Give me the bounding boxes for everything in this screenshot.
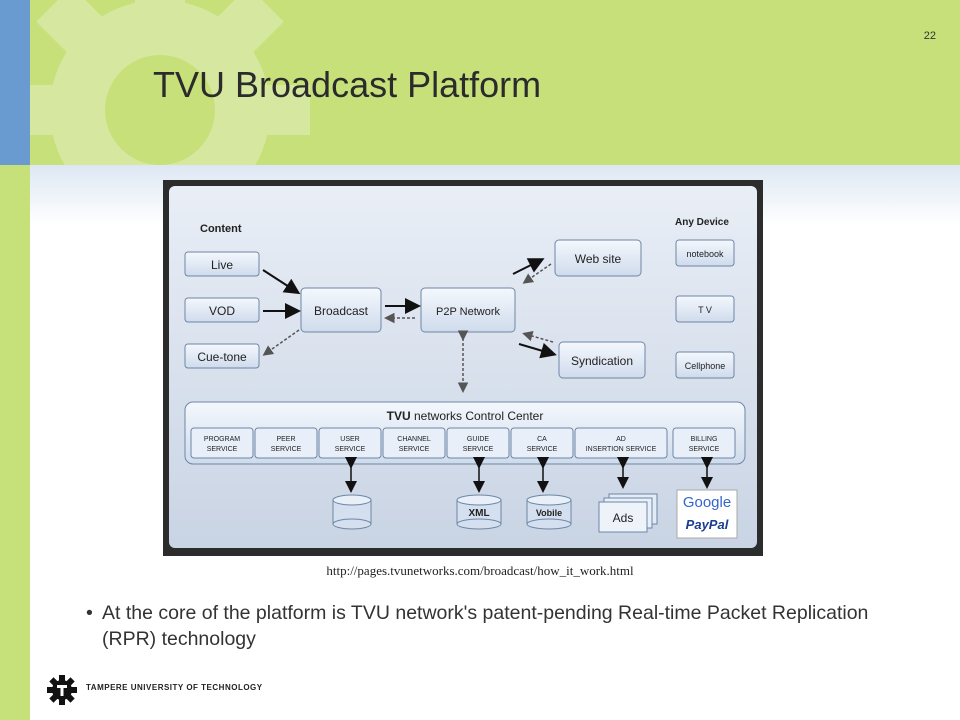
architecture-diagram: Content Any Device Live VOD Cue-tone Bro… [163, 180, 763, 556]
p2p-label: P2P Network [436, 306, 500, 318]
device-notebook: notebook [675, 239, 735, 267]
source-live: Live [184, 251, 260, 277]
ads-label: Ads [613, 511, 634, 525]
xml-label: XML [468, 508, 489, 519]
website-label: Web site [575, 252, 622, 266]
paypal-logo: PayPal [686, 517, 729, 532]
left-blue-band [0, 0, 30, 165]
arrow-p2p-website [512, 258, 545, 275]
service-label-line2: SERVICE [527, 446, 558, 453]
syndication-label: Syndication [571, 354, 633, 368]
source-label: Live [211, 258, 233, 272]
service-label-line2: INSERTION SERVICE [586, 446, 657, 453]
device-label: T V [698, 305, 712, 315]
device-label: Cellphone [685, 361, 726, 371]
service-label-line1: USER [340, 436, 359, 443]
p2p-box: P2P Network [420, 287, 516, 333]
header-band [30, 0, 960, 165]
broadcast-box: Broadcast [300, 287, 382, 333]
service-box: PROGRAM SERVICE [190, 427, 254, 459]
source-vod: VOD [184, 297, 260, 323]
gear-watermark-icon [30, 0, 310, 165]
service-box: AD INSERTION SERVICE [574, 427, 668, 459]
service-box: USER SERVICE [318, 427, 382, 459]
slide-number: 22 [923, 30, 936, 42]
service-label-line1: BILLING [691, 436, 718, 443]
service-label-line1: CA [537, 436, 547, 443]
device-cellphone: Cellphone [675, 351, 735, 379]
device-label: notebook [686, 249, 724, 259]
service-label-line2: SERVICE [463, 446, 494, 453]
source-url: http://pages.tvunetworks.com/broadcast/h… [326, 563, 634, 578]
service-box: GUIDE SERVICE [446, 427, 510, 459]
device-tv: T V [675, 295, 735, 323]
service-label-line2: SERVICE [335, 446, 366, 453]
xml-database-icon: XML [456, 494, 502, 530]
broadcast-label: Broadcast [314, 304, 369, 318]
google-logo: Google [683, 494, 731, 511]
service-label-line1: CHANNEL [397, 436, 431, 443]
service-label-line2: SERVICE [399, 446, 430, 453]
arrow-p2p-syndication [518, 342, 557, 359]
content-label: Content [200, 223, 242, 235]
arrow-live-broadcast [262, 269, 301, 295]
bullet-dot: • [86, 602, 93, 624]
bullet-text: At the core of the platform is TVU netwo… [102, 602, 869, 650]
any-device-label: Any Device [675, 217, 729, 228]
arrow-website-p2p [522, 263, 552, 284]
slide-title: TVU Broadcast Platform [153, 64, 542, 105]
service-row: PROGRAMSERVICEPEERSERVICEUSERSERVICECHAN… [190, 427, 736, 459]
footer-university-name: TAMPERE UNIVERSITY OF TECHNOLOGY [86, 683, 263, 692]
service-label-line1: PROGRAM [204, 436, 240, 443]
bullet-point: • At the core of the platform is TVU net… [86, 600, 906, 652]
syndication-box: Syndication [558, 341, 646, 379]
service-label-line1: GUIDE [467, 436, 490, 443]
website-box: Web site [554, 239, 642, 277]
service-label-line1: PEER [276, 436, 295, 443]
service-label-line1: AD [616, 436, 626, 443]
service-box: BILLING SERVICE [672, 427, 736, 459]
user-database-icon [332, 494, 372, 530]
service-box: PEER SERVICE [254, 427, 318, 459]
left-green-band [0, 165, 30, 720]
source-label: VOD [209, 304, 235, 318]
source-label: Cue-tone [197, 350, 247, 364]
source-cue-tone: Cue-tone [184, 343, 260, 369]
service-label-line2: SERVICE [271, 446, 302, 453]
university-gear-logo-icon [47, 675, 77, 705]
payment-logos: Google PayPal [676, 489, 738, 539]
ads-stack-icon: Ads [598, 493, 658, 533]
control-center-title: TVU networks Control Center [387, 409, 544, 423]
vobile-database-icon: Vobile [526, 494, 572, 530]
service-box: CHANNEL SERVICE [382, 427, 446, 459]
arrow-broadcast-cuetone [262, 329, 300, 356]
service-label-line2: SERVICE [207, 446, 238, 453]
service-box: CA SERVICE [510, 427, 574, 459]
vobile-label: Vobile [536, 508, 562, 518]
service-label-line2: SERVICE [689, 446, 720, 453]
